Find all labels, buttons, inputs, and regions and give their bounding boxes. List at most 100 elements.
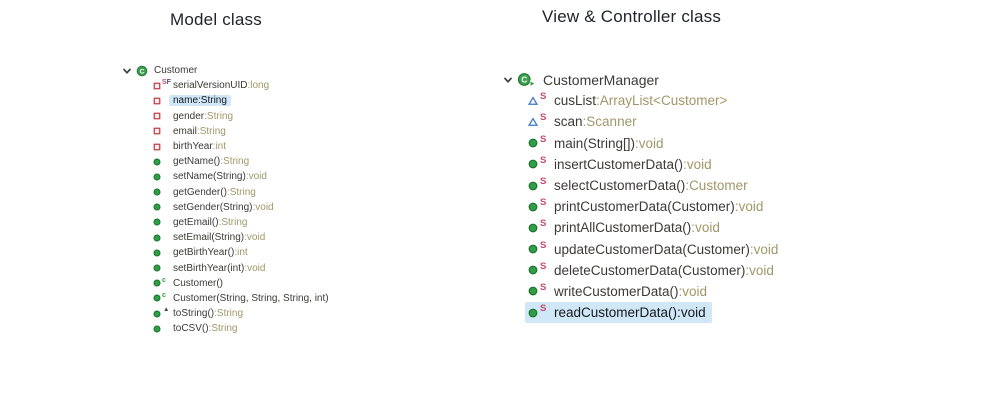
member-text: toCSV() : String <box>173 323 237 334</box>
method-public-icon <box>528 202 540 212</box>
modifier-badges: S <box>540 260 554 272</box>
type-separator: : <box>244 232 247 244</box>
svg-text:C: C <box>140 68 145 75</box>
member-text: getEmail() : String <box>173 217 247 228</box>
tree-row[interactable]: setGender(String) : void <box>153 200 274 215</box>
member-text: setEmail(String) : void <box>173 232 265 243</box>
tree-row[interactable]: getBirthYear() : int <box>153 245 248 260</box>
modifier-badges: c <box>162 291 173 299</box>
method-public-icon <box>153 279 162 287</box>
method-public-icon <box>528 181 540 191</box>
tree-row[interactable]: getName() : String <box>153 154 249 169</box>
field-private-icon <box>153 82 162 90</box>
class-name: CustomerManager <box>543 71 659 88</box>
tree-row[interactable]: setEmail(String) : void <box>153 230 265 245</box>
member-name: email <box>173 125 197 137</box>
constructor-badge: c <box>162 291 166 299</box>
member-name: birthYear <box>173 141 213 153</box>
member-text: Customer(String, String, String, int) <box>173 293 329 304</box>
member-name: deleteCustomerData(Customer) <box>554 262 746 278</box>
type-separator: : <box>247 80 251 92</box>
method-public-icon <box>528 244 540 254</box>
member-text: toString() : String <box>173 308 243 319</box>
modifier-badges <box>162 93 173 94</box>
member-type: void <box>695 220 720 236</box>
class-row[interactable]: C Customer <box>122 63 197 78</box>
expander-chevron-icon[interactable] <box>503 75 517 85</box>
static-badge: S <box>540 218 547 230</box>
tree-row[interactable]: getEmail() : String <box>153 215 247 230</box>
member-type: void <box>680 305 706 321</box>
tree-row[interactable]: setName(String) : void <box>153 169 267 184</box>
tree-row[interactable]: ▲toString() : String <box>153 306 243 321</box>
static-badge: S <box>540 281 547 293</box>
field-private-icon <box>153 143 162 151</box>
member-type: String <box>200 95 227 107</box>
static-badge: S <box>540 154 547 166</box>
member-type: void <box>753 241 779 257</box>
type-separator: : <box>635 135 639 151</box>
field-default-icon <box>528 117 540 127</box>
member-type: String <box>216 308 244 320</box>
type-separator: : <box>212 141 216 153</box>
type-separator: : <box>220 156 224 168</box>
type-separator: : <box>244 262 248 274</box>
member-name: cusList <box>554 93 597 109</box>
member-text: gender : String <box>173 111 233 122</box>
member-name: name <box>173 95 199 107</box>
modifier-badges <box>162 124 173 125</box>
modifier-badges <box>162 154 173 155</box>
tree-row[interactable]: birthYear : int <box>153 139 226 154</box>
member-text: printAllCustomerData() : void <box>554 220 720 235</box>
field-private-icon <box>153 97 162 105</box>
type-separator: : <box>745 262 750 278</box>
tree-row[interactable]: setBirthYear(int) : void <box>153 260 265 275</box>
modifier-badges: S <box>540 133 554 145</box>
modifier-badges: S <box>540 302 554 314</box>
static-badge: S <box>540 239 547 251</box>
expander-chevron-icon[interactable] <box>122 66 136 76</box>
member-name: getName() <box>173 156 221 168</box>
method-public-icon <box>153 188 162 196</box>
member-text: name : String <box>169 95 231 107</box>
member-text: readCustomerData() : void <box>554 305 706 320</box>
tree-row[interactable]: toCSV() : String <box>153 321 237 336</box>
member-type: void <box>246 232 266 244</box>
tree-row[interactable]: gender : String <box>153 109 233 124</box>
member-text: setBirthYear(int) : void <box>173 263 265 274</box>
modifier-badges: S <box>540 154 554 166</box>
modifier-badges: S <box>540 217 554 229</box>
member-type: void <box>247 262 266 274</box>
constructor-badge: c <box>162 276 166 284</box>
member-type: int <box>237 247 248 259</box>
tree-row[interactable]: name : String <box>153 93 231 108</box>
member-name: setName(String) <box>173 171 246 183</box>
method-public-icon <box>528 138 540 148</box>
modifier-badges: S <box>540 90 554 102</box>
method-public-icon <box>528 286 540 296</box>
tree-row[interactable]: email : String <box>153 124 226 139</box>
method-public-icon <box>153 234 162 242</box>
member-name: printCustomerData(Customer) <box>554 199 735 215</box>
tree-row[interactable]: getGender() : String <box>153 185 256 200</box>
final-badge: F <box>166 79 171 87</box>
modifier-badges <box>162 139 173 140</box>
class-name: Customer <box>154 65 198 77</box>
tree-row[interactable]: c Customer(String, String, String, int) <box>153 291 329 306</box>
